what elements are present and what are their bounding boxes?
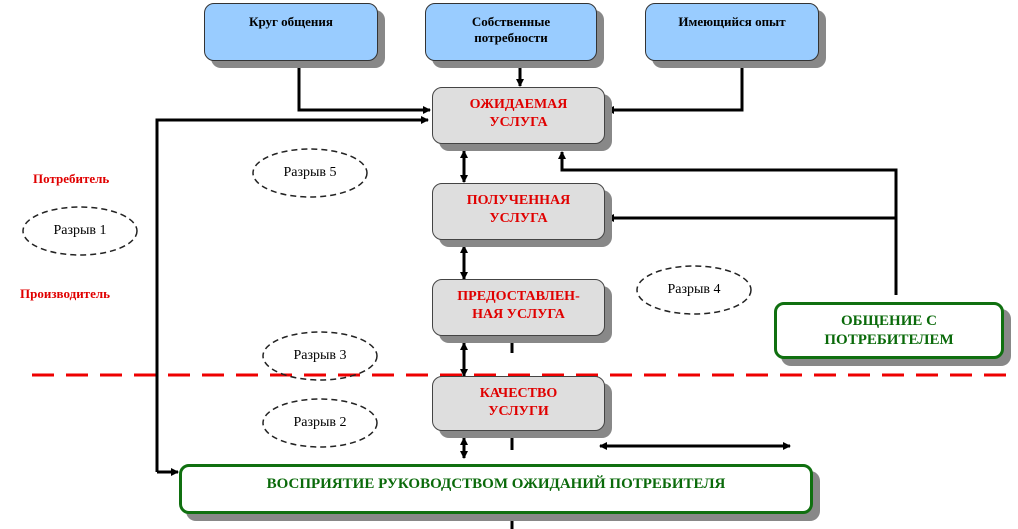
chain-label: ОЖИДАЕМАЯ УСЛУГА [469,97,568,130]
arrow-perception-to-expected [155,116,429,472]
chain-received-service: ПОЛУЧЕННАЯ УСЛУГА [432,183,605,240]
source-communication-circle: Круг общения [204,3,378,61]
consumer-label: Потребитель [33,171,110,186]
gap-ellipse-4 [636,265,752,315]
customer-communication-box: ОБЩЕНИЕ С ПОТРЕБИТЕЛЕМ [774,302,1004,359]
source-past-experience: Имеющийся опыт [645,3,819,61]
gap-ellipse-2 [262,398,378,448]
gap-ellipse-5 [252,148,368,198]
chain-service-quality: КАЧЕСТВО УСЛУГИ [432,376,605,431]
source-label: Имеющийся опыт [678,14,786,29]
gap-label-1: Разрыв 1 [53,223,107,238]
source-label: Собственные потребности [471,14,551,46]
gap-label-3: Разрыв 3 [293,348,347,363]
gap-label-5: Разрыв 5 [283,165,337,180]
customer-communication-label: ОБЩЕНИЕ С ПОТРЕБИТЕЛЕМ [824,312,954,348]
management-perception-label: ВОСПРИЯТИЕ РУКОВОДСТВОМ ОЖИДАНИЙ ПОТРЕБИ… [266,476,726,492]
chain-expected-service: ОЖИДАЕМАЯ УСЛУГА [432,87,605,144]
gap-label-2: Разрыв 2 [293,415,347,430]
source-own-needs: Собственные потребности [425,3,597,61]
gap-ellipse-1 [22,206,138,256]
chain-label: ПРЕДОСТАВЛЕН-НАЯ УСЛУГА [457,289,580,322]
arrow-experience-to-expected [606,64,744,114]
producer-label: Производитель [20,286,111,301]
management-perception-box: ВОСПРИЯТИЕ РУКОВОДСТВОМ ОЖИДАНИЙ ПОТРЕБИ… [179,464,813,514]
arrow-circle-to-expected [297,68,431,114]
chain-delivered-service: ПРЕДОСТАВЛЕН-НАЯ УСЛУГА [432,279,605,336]
arrow-communication-to-expected [558,151,898,295]
gap-ellipse-3 [262,331,378,381]
source-label: Круг общения [249,14,333,29]
chain-label: ПОЛУЧЕННАЯ УСЛУГА [466,193,571,226]
gap-label-4: Разрыв 4 [667,282,721,297]
chain-label: КАЧЕСТВО УСЛУГИ [479,386,558,419]
